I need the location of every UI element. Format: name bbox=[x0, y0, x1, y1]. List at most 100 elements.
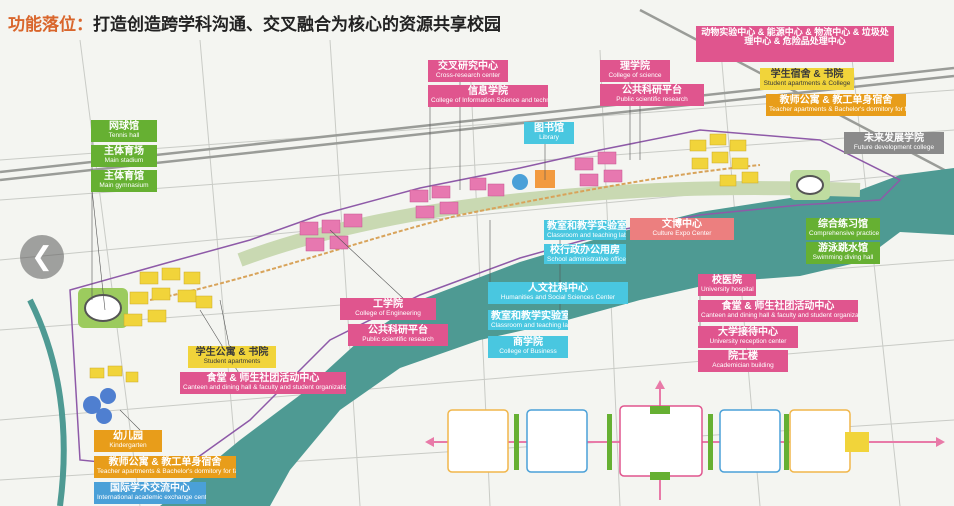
label-kindergarten-cn: 幼儿园 bbox=[113, 431, 143, 442]
label-student-apt-left: 学生公寓 & 书院 Student apartments bbox=[188, 346, 276, 368]
label-academician: 院士楼 Academician building bbox=[698, 350, 788, 372]
label-canteen-right-en: Canteen and dining hall & faculty and st… bbox=[701, 311, 858, 319]
label-canteen-left: 食堂 & 师生社团活动中心 Canteen and dining hall & … bbox=[180, 372, 346, 394]
label-info-college: 信息学院 College of Information Science and … bbox=[428, 85, 548, 107]
label-canteen-right: 食堂 & 师生社团活动中心 Canteen and dining hall & … bbox=[698, 300, 858, 322]
label-business-en: College of Business bbox=[499, 347, 557, 355]
label-gym-cn: 主体育馆 bbox=[104, 171, 144, 182]
label-admin-office: 校行政办公用房 School administrative office bbox=[544, 244, 626, 264]
label-student-dorm-right: 学生宿舍 & 书院 Student apartments & College bbox=[760, 68, 854, 90]
label-teacher-apt-right: 教师公寓 & 教工单身宿舍 Teacher apartments & Bache… bbox=[766, 94, 906, 116]
label-library-cn: 图书馆 bbox=[534, 123, 564, 134]
label-swimming-en: Swimming diving hall bbox=[812, 253, 874, 261]
label-intl-exchange-cn: 国际学术交流中心 bbox=[110, 483, 190, 494]
label-public-research-mid-en: Public scientific research bbox=[362, 335, 434, 343]
canal bbox=[27, 298, 67, 506]
label-library: 图书馆 Library bbox=[524, 122, 574, 144]
label-tennis-cn: 网球馆 bbox=[109, 121, 139, 132]
page-title: 功能落位：打造创造跨学科沟通、交叉融合为核心的资源共享校园 bbox=[8, 10, 501, 35]
label-cross-research: 交叉研究中心 Cross-research center bbox=[428, 60, 508, 82]
river bbox=[160, 168, 954, 506]
label-student-dorm-right-en: Student apartments & College bbox=[763, 79, 851, 87]
function-legend bbox=[425, 380, 945, 500]
label-science-en: College of science bbox=[608, 71, 662, 79]
label-canteen-left-cn: 食堂 & 师生社团活动中心 bbox=[206, 373, 320, 384]
label-future-college-cn: 未来发展学院 bbox=[864, 133, 924, 144]
label-future-college-en: Future development college bbox=[853, 143, 935, 151]
chevron-left-icon: ❮ bbox=[31, 241, 53, 271]
label-teacher-apt-left: 教师公寓 & 教工单身宿舍 Teacher apartments & Bache… bbox=[94, 456, 236, 478]
label-admin-office-cn: 校行政办公用房 bbox=[550, 245, 620, 256]
label-teacher-apt-left-cn: 教师公寓 & 教工单身宿舍 bbox=[108, 457, 222, 468]
stadium-right bbox=[790, 170, 830, 200]
label-hospital-cn: 校医院 bbox=[712, 275, 742, 286]
label-student-apt-left-cn: 学生公寓 & 书院 bbox=[195, 347, 269, 358]
label-engineering-en: College of Engineering bbox=[355, 309, 421, 317]
label-practice-hall: 综合练习馆 Comprehensive practice hall bbox=[806, 218, 880, 240]
label-humanities-center: 人文社科中心 Humanities and Social Sciences Ce… bbox=[488, 282, 628, 304]
label-public-research-top-cn: 公共科研平台 bbox=[622, 85, 682, 96]
label-future-college: 未来发展学院 Future development college bbox=[844, 132, 944, 154]
label-teacher-apt-right-cn: 教师公寓 & 教工单身宿舍 bbox=[779, 95, 893, 106]
label-business-college: 商学院 College of Business bbox=[488, 336, 568, 358]
label-gym-en: Main gymnasium bbox=[99, 181, 149, 189]
label-academician-en: Academician building bbox=[712, 361, 774, 369]
label-teacher-apt-left-en: Teacher apartments & Bachelor's dormitor… bbox=[97, 467, 236, 475]
label-swimming-hall: 游泳跳水馆 Swimming diving hall bbox=[806, 242, 880, 264]
label-canteen-right-cn: 食堂 & 师生社团活动中心 bbox=[721, 301, 835, 312]
campus-path bbox=[149, 164, 761, 301]
title-main: 打造创造跨学科沟通、交叉融合为核心的资源共享校园 bbox=[93, 15, 501, 34]
label-kindergarten: 幼儿园 Kindergarten bbox=[94, 430, 162, 452]
label-teaching-lab-2-en: Classroom and teaching laboratory bbox=[491, 321, 568, 329]
label-science-cn: 理学院 bbox=[620, 61, 650, 72]
label-student-dorm-right-cn: 学生宿舍 & 书院 bbox=[770, 69, 844, 80]
label-cross-research-en: Cross-research center bbox=[435, 71, 501, 79]
label-teaching-lab-2-cn: 教室和教学实验室 bbox=[491, 311, 568, 322]
label-reception: 大学接待中心 University reception center bbox=[698, 326, 798, 348]
label-stadium-cn: 主体育场 bbox=[104, 146, 144, 157]
campus-boundary bbox=[69, 129, 902, 471]
label-public-research-top: 公共科研平台 Public scientific research bbox=[600, 84, 704, 106]
label-stadium-en: Main stadium bbox=[104, 156, 144, 164]
kindergarten-buildings bbox=[83, 388, 116, 424]
label-animal-lab: 动物实验中心 & 能源中心 & 物流中心 & 垃圾处理中心 & 危险品处理中心 bbox=[696, 26, 894, 62]
label-reception-cn: 大学接待中心 bbox=[718, 327, 778, 338]
academic-buildings bbox=[299, 151, 623, 252]
label-admin-office-en: School administrative office bbox=[547, 255, 626, 263]
label-engineering-cn: 工学院 bbox=[373, 299, 403, 310]
label-intl-exchange-en: International academic exchange center bbox=[97, 493, 206, 501]
label-tennis-en: Tennis hall bbox=[108, 131, 140, 139]
label-main-gymnasium: 主体育馆 Main gymnasium bbox=[91, 170, 157, 192]
library-building bbox=[512, 174, 528, 190]
label-teaching-lab-cn: 教室和教学实验室 bbox=[547, 221, 626, 232]
label-reception-en: University reception center bbox=[709, 337, 787, 345]
label-humanities-cn: 人文社科中心 bbox=[528, 283, 588, 294]
label-intl-exchange: 国际学术交流中心 International academic exchange… bbox=[94, 482, 206, 504]
student-housing-left bbox=[89, 267, 213, 383]
green-belt bbox=[237, 181, 861, 267]
prev-slide-button[interactable]: ❮ bbox=[20, 235, 64, 279]
label-teacher-apt-right-en: Teacher apartments & Bachelor's dormitor… bbox=[769, 105, 906, 113]
label-info-college-cn: 信息学院 bbox=[468, 86, 508, 97]
label-library-en: Library bbox=[539, 133, 559, 141]
label-teaching-lab-2: 教室和教学实验室 Classroom and teaching laborato… bbox=[488, 310, 568, 330]
label-info-college-en: College of Information Science and techn… bbox=[431, 96, 548, 104]
label-engineering: 工学院 College of Engineering bbox=[340, 298, 436, 320]
label-cross-research-cn: 交叉研究中心 bbox=[438, 61, 498, 72]
label-public-research-top-en: Public scientific research bbox=[616, 95, 688, 103]
label-culture-expo: 文博中心 Culture Expo Center bbox=[630, 218, 734, 240]
label-science-college: 理学院 College of science bbox=[600, 60, 670, 82]
label-culture-expo-cn: 文博中心 bbox=[662, 219, 702, 230]
student-housing-right bbox=[689, 133, 759, 187]
title-prefix: 功能落位： bbox=[8, 15, 93, 34]
label-animal-lab-cn: 动物实验中心 & 能源中心 & 物流中心 & 垃圾处理中心 & 危险品处理中心 bbox=[701, 27, 889, 47]
label-teaching-lab-en: Classroom and teaching laboratory bbox=[547, 231, 626, 239]
label-main-stadium: 主体育场 Main stadium bbox=[91, 145, 157, 167]
label-humanities-en: Humanities and Social Sciences Center bbox=[500, 293, 616, 301]
label-culture-expo-en: Culture Expo Center bbox=[652, 229, 712, 237]
label-practice-hall-cn: 综合练习馆 bbox=[818, 219, 868, 230]
label-tennis-hall: 网球馆 Tennis hall bbox=[91, 120, 157, 142]
label-hospital-en: University hospital bbox=[701, 285, 754, 293]
label-kindergarten-en: Kindergarten bbox=[109, 441, 147, 449]
label-student-apt-left-en: Student apartments bbox=[203, 357, 261, 365]
